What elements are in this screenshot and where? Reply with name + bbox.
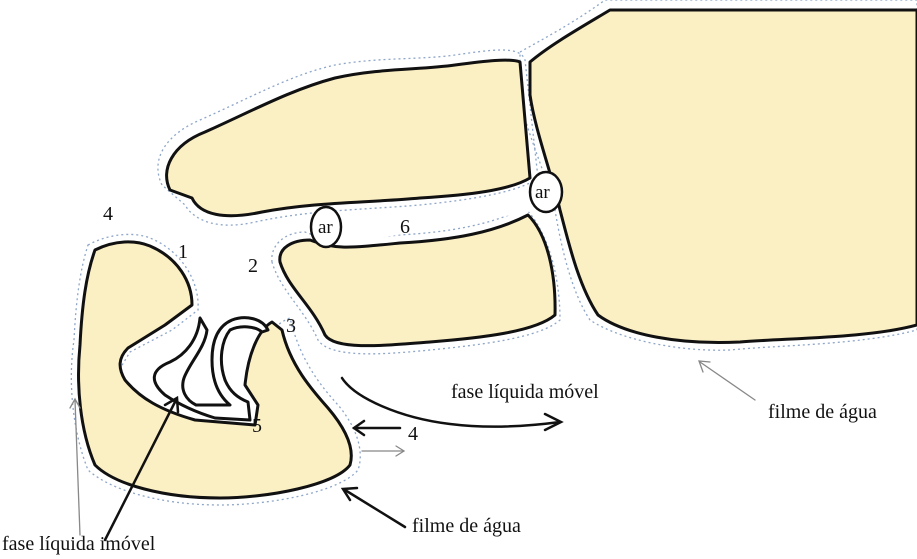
film-thin-arrow-left [75, 400, 80, 535]
point-label-3: 3 [286, 315, 296, 337]
grain-top [167, 60, 530, 216]
grain-right [530, 10, 917, 343]
water-film-right-arrow [700, 362, 755, 400]
point-label-6: 6 [400, 216, 410, 238]
point-label-5: 5 [252, 415, 262, 437]
point-label-1: 1 [178, 241, 188, 263]
water-film-bottom-arrow [345, 490, 405, 527]
mobile-phase-label: fase líquida móvel [451, 381, 599, 403]
point-label-4-top: 4 [103, 203, 113, 225]
point-label-4-arrow: 4 [408, 423, 418, 445]
air-label-1: ar [318, 217, 333, 238]
point-label-2: 2 [248, 255, 258, 277]
water-film-bottom-label: filme de água [412, 515, 521, 537]
air-label-2: ar [535, 182, 550, 203]
water-film-right-label: filme de água [768, 401, 877, 423]
immobile-phase-label: fase líquida imóvel [2, 533, 156, 555]
